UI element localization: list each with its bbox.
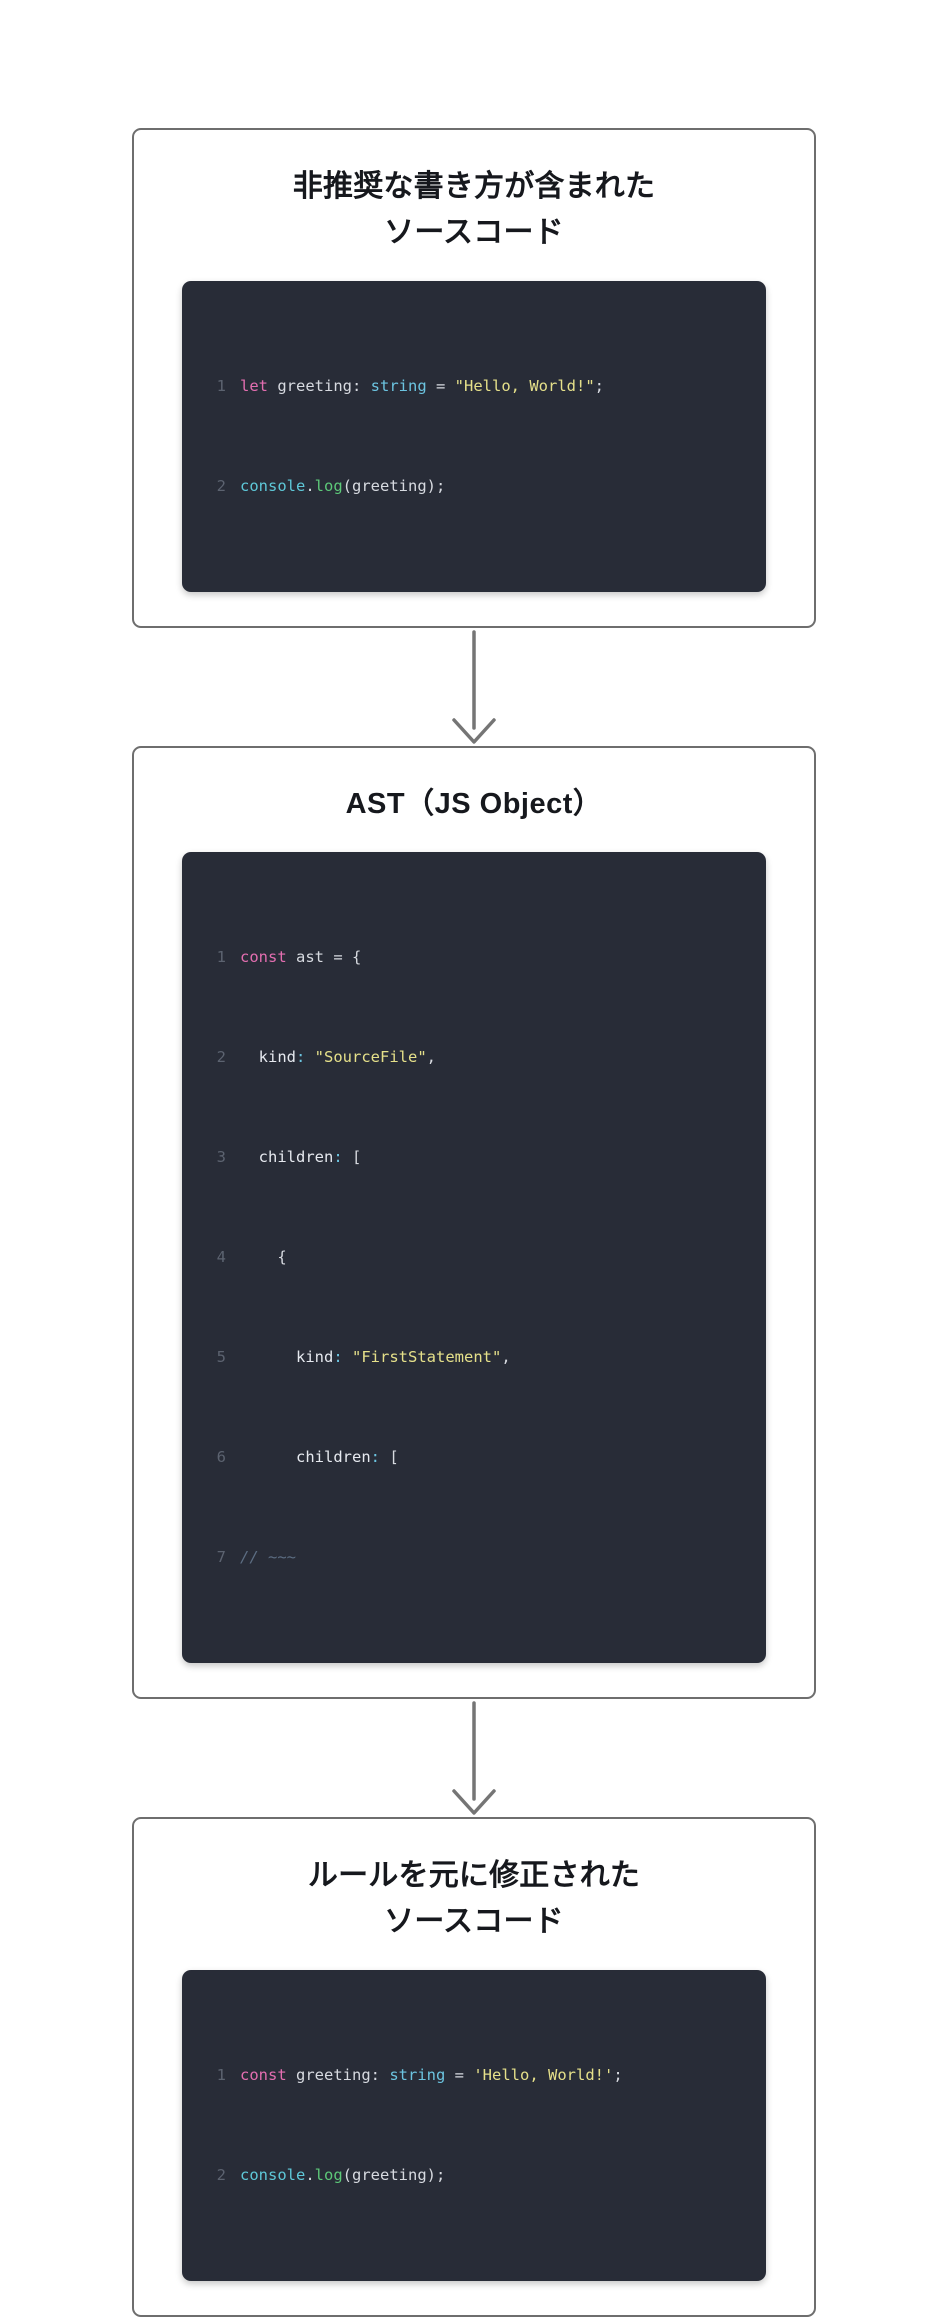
- flow-diagram: 非推奨な書き方が含まれた ソースコード 1 let greeting: stri…: [132, 128, 816, 2317]
- token-semicolon: ;: [594, 377, 604, 396]
- code-line: 7 // ~~~: [182, 1545, 766, 1570]
- down-arrow-icon-2: [452, 1701, 496, 1816]
- token-colon: :: [333, 1148, 343, 1167]
- code-line-text: const ast = {: [240, 945, 752, 970]
- token-keyword: let: [240, 377, 268, 396]
- step-title-source-with-deprecated: 非推奨な書き方が含まれた ソースコード: [292, 170, 656, 249]
- code-line: 1 const greeting: string = 'Hello, World…: [182, 2063, 766, 2088]
- token-call-args: (greeting);: [342, 2166, 446, 2185]
- code-lines: 1 const greeting: string = 'Hello, World…: [182, 1988, 766, 2263]
- token-keyword: const: [240, 948, 287, 967]
- code-line-text: {: [240, 1245, 752, 1270]
- line-number: 2: [216, 1048, 226, 1067]
- code-line: 2 console.log(greeting);: [182, 2163, 766, 2188]
- token-string: 'Hello, World!': [473, 2066, 614, 2085]
- line-number: 1: [216, 2066, 226, 2085]
- code-line: 4 {: [182, 1245, 766, 1270]
- token-keyword: const: [240, 2066, 287, 2085]
- code-line-text: console.log(greeting);: [240, 474, 752, 499]
- code-line: 2 console.log(greeting);: [182, 474, 766, 499]
- line-number: 6: [216, 1448, 226, 1467]
- code-line-text: // ~~~: [240, 1545, 752, 1570]
- flow-column: 非推奨な書き方が含まれた ソースコード 1 let greeting: stri…: [132, 128, 816, 2317]
- token-identifier: greeting: [268, 377, 352, 396]
- line-number: 2: [216, 2166, 226, 2185]
- code-block-fixed-source: 1 const greeting: string = 'Hello, World…: [182, 1970, 766, 2282]
- line-number: 5: [216, 1348, 226, 1367]
- line-number: 2: [216, 477, 226, 496]
- token-comma: ,: [501, 1348, 511, 1367]
- code-line: 2 kind: "SourceFile",: [182, 1045, 766, 1070]
- code-line-text: let greeting: string = "Hello, World!";: [240, 374, 752, 399]
- step-title-ast-js-object: AST（JS Object）: [345, 788, 603, 821]
- token-property: children: [240, 1448, 371, 1467]
- line-number: 4: [216, 1248, 226, 1267]
- token-comma: ,: [426, 1048, 437, 1067]
- token-brace: {: [240, 1248, 287, 1267]
- token-string: "FirstStatement": [342, 1348, 502, 1367]
- token-colon: :: [370, 1448, 380, 1467]
- token-type: string: [389, 2066, 446, 2085]
- down-arrow-icon-1: [452, 630, 496, 744]
- code-line: 1 let greeting: string = "Hello, World!"…: [182, 374, 766, 399]
- code-block-source-with-deprecated: 1 let greeting: string = "Hello, World!"…: [182, 281, 766, 593]
- code-block-ast-js-object: 1 const ast = { 2 kind: "SourceFile", 3 …: [182, 852, 766, 1664]
- token-dot: .: [305, 2166, 315, 2185]
- code-lines: 1 let greeting: string = "Hello, World!"…: [182, 299, 766, 574]
- line-number: 1: [216, 377, 226, 396]
- token-colon: :: [352, 377, 371, 396]
- code-line-text: const greeting: string = 'Hello, World!'…: [240, 2063, 752, 2088]
- step-title-fixed-source: ルールを元に修正された ソースコード: [307, 1859, 641, 1938]
- token-semicolon: ;: [613, 2066, 623, 2085]
- token-identifier: ast = {: [286, 948, 362, 967]
- token-method: log: [314, 2166, 343, 2185]
- token-operator: =: [426, 377, 455, 396]
- code-line-text: children: [: [240, 1445, 752, 1470]
- code-line-text: kind: "SourceFile",: [240, 1045, 752, 1070]
- token-colon: :: [296, 1048, 306, 1067]
- token-type: string: [370, 377, 427, 396]
- token-bracket: [: [342, 1148, 362, 1167]
- line-number: 3: [216, 1148, 226, 1167]
- token-string: "Hello, World!": [454, 377, 595, 396]
- token-method: log: [314, 477, 343, 496]
- token-comment: // ~~~: [240, 1548, 296, 1567]
- token-property: kind: [240, 1348, 334, 1367]
- token-property: kind: [240, 1048, 296, 1067]
- token-property: children: [240, 1148, 334, 1167]
- code-line: 5 kind: "FirstStatement",: [182, 1345, 766, 1370]
- token-dot: .: [305, 477, 315, 496]
- step-card-ast-js-object: AST（JS Object） 1 const ast = { 2 kind: "…: [132, 746, 816, 1700]
- code-line: 3 children: [: [182, 1145, 766, 1170]
- code-lines: 1 const ast = { 2 kind: "SourceFile", 3 …: [182, 870, 766, 1645]
- token-colon: :: [370, 2066, 390, 2085]
- code-line-text: console.log(greeting);: [240, 2163, 752, 2188]
- line-number: 1: [216, 948, 226, 967]
- token-string: "SourceFile": [305, 1048, 427, 1067]
- token-identifier: greeting: [286, 2066, 371, 2085]
- line-number: 7: [216, 1548, 226, 1567]
- token-colon: :: [333, 1348, 343, 1367]
- code-line-text: children: [: [240, 1145, 752, 1170]
- code-line: 1 const ast = {: [182, 945, 766, 970]
- token-bracket: [: [380, 1448, 399, 1467]
- step-card-fixed-source: ルールを元に修正された ソースコード 1 const greeting: str…: [132, 1817, 816, 2317]
- code-line: 6 children: [: [182, 1445, 766, 1470]
- token-object: console: [240, 2166, 306, 2185]
- code-line-text: kind: "FirstStatement",: [240, 1345, 752, 1370]
- step-card-source-with-deprecated: 非推奨な書き方が含まれた ソースコード 1 let greeting: stri…: [132, 128, 816, 629]
- token-call-args: (greeting);: [342, 477, 446, 496]
- token-operator: =: [445, 2066, 474, 2085]
- token-object: console: [240, 477, 306, 496]
